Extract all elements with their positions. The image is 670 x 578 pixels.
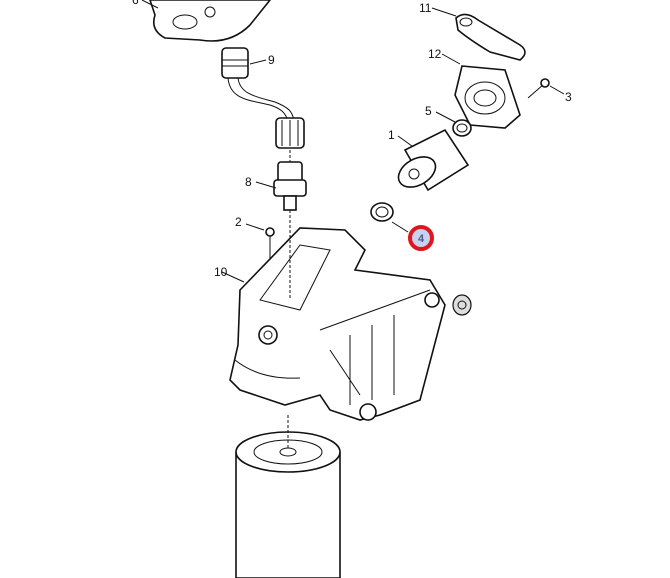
part-11-lever[interactable] <box>455 13 526 61</box>
part-5-oring[interactable] <box>452 119 472 137</box>
callout-3[interactable]: 3 <box>565 90 572 104</box>
drain-plug[interactable] <box>452 294 472 316</box>
callout-4: 4 <box>418 233 425 245</box>
callout-1[interactable]: 1 <box>388 128 395 142</box>
part-10-housing[interactable] <box>229 227 446 421</box>
callout-9[interactable]: 9 <box>268 53 275 67</box>
callout-12[interactable]: 12 <box>428 47 442 61</box>
callout-10[interactable]: 10 <box>214 265 228 279</box>
callout-11[interactable]: 11 <box>419 1 432 15</box>
callout-2[interactable]: 2 <box>235 215 242 229</box>
part-8-sensor[interactable] <box>273 161 307 211</box>
part-9-connector[interactable] <box>221 47 305 149</box>
part-4-seal[interactable] <box>370 202 394 222</box>
callout-8[interactable]: 8 <box>245 175 252 189</box>
callout-6[interactable]: 6 <box>132 0 139 7</box>
part-2-screw[interactable] <box>265 227 275 260</box>
callout-5[interactable]: 5 <box>425 104 432 118</box>
highlight-ring <box>408 225 434 251</box>
selected-callout-4[interactable]: 4 <box>408 225 434 251</box>
part-3-bolt[interactable] <box>527 78 550 99</box>
oil-filter-canister[interactable] <box>235 431 341 578</box>
part-6-bracket[interactable] <box>149 0 272 42</box>
part-1-filter[interactable] <box>393 128 470 193</box>
part-12-cover[interactable] <box>454 65 521 129</box>
